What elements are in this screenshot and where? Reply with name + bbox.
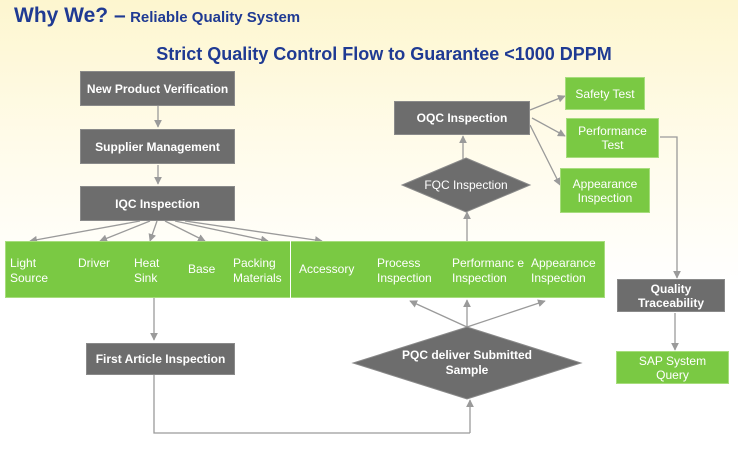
oqc-inspection-box: OQC Inspection <box>394 101 530 135</box>
pqc-diamond-shape <box>351 326 583 400</box>
line-first-article-bottom <box>153 375 470 434</box>
appearance-test-box: Appearance Inspection <box>560 168 650 213</box>
band-item-packing-materials: Packing Materials <box>233 256 282 285</box>
quality-traceability-box: Quality Traceability <box>617 279 725 312</box>
arrow-oqc-to-appearance <box>529 124 561 186</box>
title-sub: Reliable Quality System <box>130 9 301 26</box>
arrow-pqc-to-appearance <box>466 299 546 328</box>
arrow-iqc-to-packing <box>174 220 269 244</box>
arrow-iqc-to-driver <box>99 220 151 243</box>
title-main: Why We? – <box>14 4 126 27</box>
diagram-subtitle: Strict Quality Control Flow to Guarantee… <box>156 44 612 64</box>
arrow-iqc-to-base <box>164 220 206 242</box>
pqc-sample-label: PQC deliver Submitted Sample <box>401 348 533 377</box>
iqc-inspection-box: IQC Inspection <box>80 186 235 221</box>
materials-band <box>5 241 605 298</box>
arrow-perf-to-traceability <box>660 136 681 279</box>
arrow-pqc-to-process <box>409 300 468 328</box>
supplier-management-box: Supplier Management <box>80 129 235 164</box>
arrow-oqc-to-performance <box>531 117 566 137</box>
arrow-oqc-to-safety <box>529 94 566 111</box>
band-item-heat-sink: Heat Sink <box>134 256 160 285</box>
band-item-base: Base <box>188 262 216 276</box>
page-title: Why We? – Reliable Quality System <box>14 4 300 28</box>
arrow-iqc-to-heatsink <box>148 220 158 242</box>
safety-test-box: Safety Test <box>565 77 645 110</box>
band-item-light-source: Light Source <box>10 256 49 285</box>
band-item-appearance-inspection: Appearance Inspection <box>531 256 596 285</box>
sap-system-query-box: SAP System Query <box>616 351 729 384</box>
fqc-diamond-shape <box>400 157 532 213</box>
first-article-inspection-box: First Article Inspection <box>86 343 235 375</box>
band-item-performance-inspection: Performanc e Inspection <box>452 256 525 285</box>
new-product-verification-box: New Product Verification <box>80 71 235 106</box>
band-item-accessory: Accessory <box>299 262 355 276</box>
fqc-inspection-label: FQC Inspection <box>424 177 508 192</box>
band-separator <box>290 241 291 298</box>
arrow-iqc-to-light <box>29 220 141 244</box>
band-item-process-inspection: Process Inspection <box>377 256 432 285</box>
arrow-iqc-to-accessory <box>184 220 323 244</box>
performance-test-box: Performance Test <box>566 118 659 158</box>
band-item-driver: Driver <box>78 256 110 270</box>
